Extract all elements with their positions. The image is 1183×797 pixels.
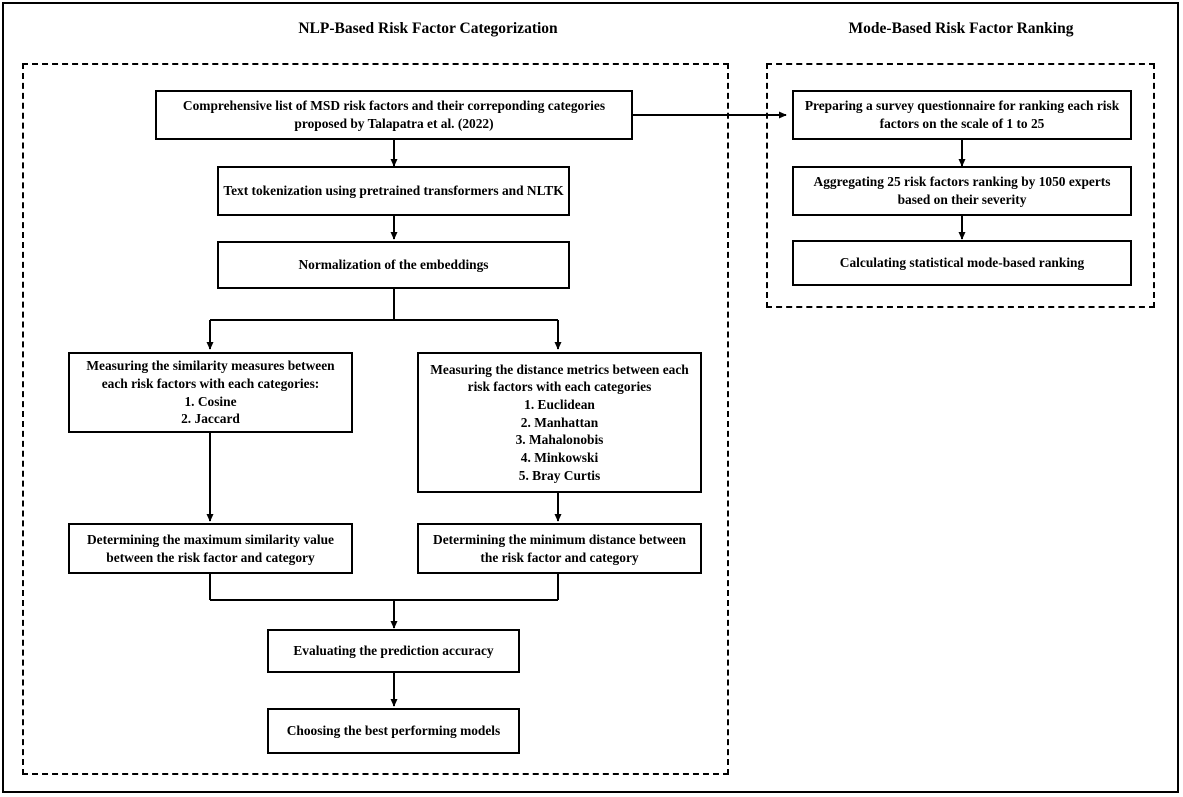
node-aggregate-ranking-label: Aggregating 25 risk factors ranking by 1… — [813, 174, 1111, 207]
node-source-list-label: Comprehensive list of MSD risk factors a… — [182, 98, 606, 131]
left-dashed-region — [22, 63, 729, 775]
left-section-title: NLP-Based Risk Factor Categorization — [298, 20, 558, 37]
node-similarity-measures[interactable]: Measuring the similarity measures betwee… — [68, 352, 353, 433]
node-tokenization[interactable]: Text tokenization using pretrained trans… — [217, 166, 570, 216]
node-survey-questionnaire[interactable]: Preparing a survey questionnaire for ran… — [792, 90, 1132, 140]
node-normalization[interactable]: Normalization of the embeddings — [217, 241, 570, 289]
node-mode-ranking[interactable]: Calculating statistical mode-based ranki… — [792, 240, 1132, 286]
node-normalization-label: Normalization of the embeddings — [298, 257, 489, 273]
node-min-distance[interactable]: Determining the minimum distance between… — [417, 523, 702, 574]
node-distance-metrics-label: Measuring the distance metrics between e… — [430, 361, 689, 483]
node-mode-ranking-label: Calculating statistical mode-based ranki… — [839, 255, 1085, 271]
node-evaluate-accuracy-label: Evaluating the prediction accuracy — [293, 643, 494, 659]
node-evaluate-accuracy[interactable]: Evaluating the prediction accuracy — [267, 629, 520, 673]
node-max-similarity-label: Determining the maximum similarity value… — [87, 531, 334, 565]
node-min-distance-label: Determining the minimum distance between… — [433, 531, 686, 565]
node-distance-metrics[interactable]: Measuring the distance metrics between e… — [417, 352, 702, 493]
right-section-title: Mode-Based Risk Factor Ranking — [848, 20, 1074, 37]
node-choose-model-label: Choosing the best performing models — [286, 723, 501, 739]
node-similarity-measures-label: Measuring the similarity measures betwee… — [86, 358, 335, 427]
node-choose-model[interactable]: Choosing the best performing models — [267, 708, 520, 754]
right-dashed-region — [766, 63, 1155, 308]
node-survey-questionnaire-label: Preparing a survey questionnaire for ran… — [804, 98, 1120, 131]
node-source-list[interactable]: Comprehensive list of MSD risk factors a… — [155, 90, 633, 140]
node-tokenization-label: Text tokenization using pretrained trans… — [223, 183, 564, 199]
node-aggregate-ranking[interactable]: Aggregating 25 risk factors ranking by 1… — [792, 166, 1132, 216]
node-max-similarity[interactable]: Determining the maximum similarity value… — [68, 523, 353, 574]
